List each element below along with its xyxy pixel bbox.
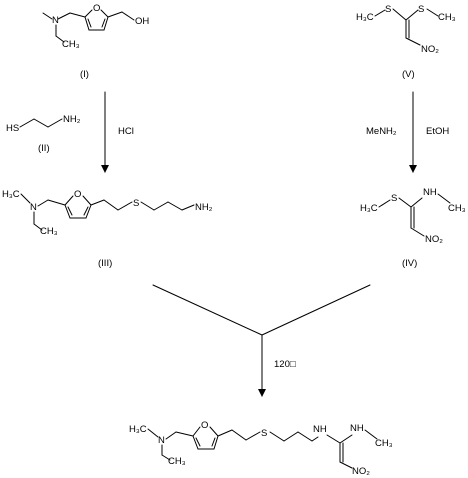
atom-o: O xyxy=(93,3,100,14)
atom-no2: NO₂ xyxy=(421,44,439,55)
atom-s: S xyxy=(385,4,391,15)
label-compound-I: (I) xyxy=(80,69,89,80)
atom-ch3: CH₃ xyxy=(448,203,466,214)
atom-o: O xyxy=(74,189,81,200)
atom-ch3: CH₃ xyxy=(375,438,393,449)
atom-h3c: H₃C xyxy=(356,12,374,23)
atom-ch3: CH₃ xyxy=(438,12,456,23)
atom-ch3: CH₃ xyxy=(62,39,80,50)
atom-no2: NO₂ xyxy=(425,234,443,245)
atom-nh2: NH₂ xyxy=(63,114,81,125)
atom-ch3: CH₃ xyxy=(40,226,58,237)
compound-II: HS NH₂ xyxy=(6,114,81,134)
compound-IV: H₃C S NH CH₃ NO₂ xyxy=(360,187,466,245)
atom-o: O xyxy=(201,420,208,431)
atom-ch3: CH₃ xyxy=(168,456,186,467)
atom-h3c: H₃C xyxy=(360,203,378,214)
label-compound-III: (III) xyxy=(98,258,112,269)
compound-III: H₃C N CH₃ O S NH₂ xyxy=(2,189,213,237)
atom-hs: HS xyxy=(6,123,19,134)
atom-oh: OH xyxy=(135,16,149,27)
atom-n: N xyxy=(158,435,165,446)
atom-nh: NH xyxy=(313,424,327,435)
reagent-hcl: HCl xyxy=(118,126,134,137)
atom-s: S xyxy=(418,4,424,15)
label-compound-II: (II) xyxy=(38,143,50,154)
atom-nh: NH xyxy=(350,423,364,434)
reagent-menh2: MeNH₂ xyxy=(366,126,397,137)
atom-n: N xyxy=(52,15,59,26)
atom-s: S xyxy=(133,198,139,209)
compound-I: N CH₃ O OH xyxy=(42,3,149,50)
atom-n: N xyxy=(30,202,37,213)
compound-V: H₃C S S CH₃ NO₂ xyxy=(356,4,456,55)
atom-s: S xyxy=(391,193,397,204)
reagent-etoh: EtOH xyxy=(426,126,449,137)
converge-line-right xyxy=(261,284,371,336)
atom-nh: NH xyxy=(423,187,437,198)
atom-nh2: NH₂ xyxy=(195,202,213,213)
label-compound-IV: (IV) xyxy=(402,258,417,269)
converge-line-left xyxy=(152,284,263,336)
compound-product: H₃C N CH₃ O S NH NH CH₃ NO₂ xyxy=(129,420,393,477)
label-compound-V: (V) xyxy=(402,69,415,80)
atom-h3c: H₃C xyxy=(2,189,20,200)
atom-h3c: H₃C xyxy=(129,424,147,435)
atom-s: S xyxy=(261,428,267,439)
reagent-temperature: 120□ xyxy=(274,359,296,370)
atom-no2: NO₂ xyxy=(352,466,370,477)
